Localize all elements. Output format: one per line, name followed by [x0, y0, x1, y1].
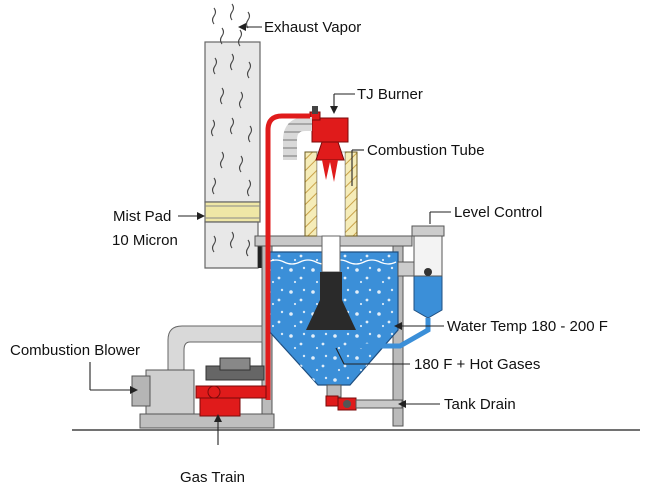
- label-tank-drain: Tank Drain: [444, 396, 516, 413]
- exhaust-stack: [204, 41, 266, 269]
- gas-line: [265, 113, 310, 400]
- label-mist-pad: Mist Pad: [113, 208, 171, 225]
- mist-pad: [204, 201, 261, 223]
- vapor-squiggles: [210, 3, 253, 257]
- flex-hose: [283, 117, 312, 160]
- label-exhaust-vapor: Exhaust Vapor: [264, 19, 361, 36]
- tank-drain: [325, 395, 403, 411]
- tj-burner: [309, 106, 349, 182]
- level-control: [360, 225, 445, 349]
- gas-train: [195, 357, 267, 417]
- label-tj-burner: TJ Burner: [357, 86, 423, 103]
- combustion-tube: [304, 151, 358, 330]
- label-water-temp: Water Temp 180 - 200 F: [447, 318, 608, 335]
- label-level-control: Level Control: [454, 204, 542, 221]
- label-gas-train: Gas Train: [180, 469, 245, 486]
- label-combustion-tube: Combustion Tube: [367, 142, 485, 159]
- label-hot-gases: 180 F + Hot Gases: [414, 356, 540, 373]
- label-combustion-blower: Combustion Blower: [10, 342, 140, 359]
- label-mist-pad-micron: 10 Micron: [112, 232, 178, 249]
- leader-lines: [89, 23, 451, 445]
- combustion-blower: [131, 325, 275, 429]
